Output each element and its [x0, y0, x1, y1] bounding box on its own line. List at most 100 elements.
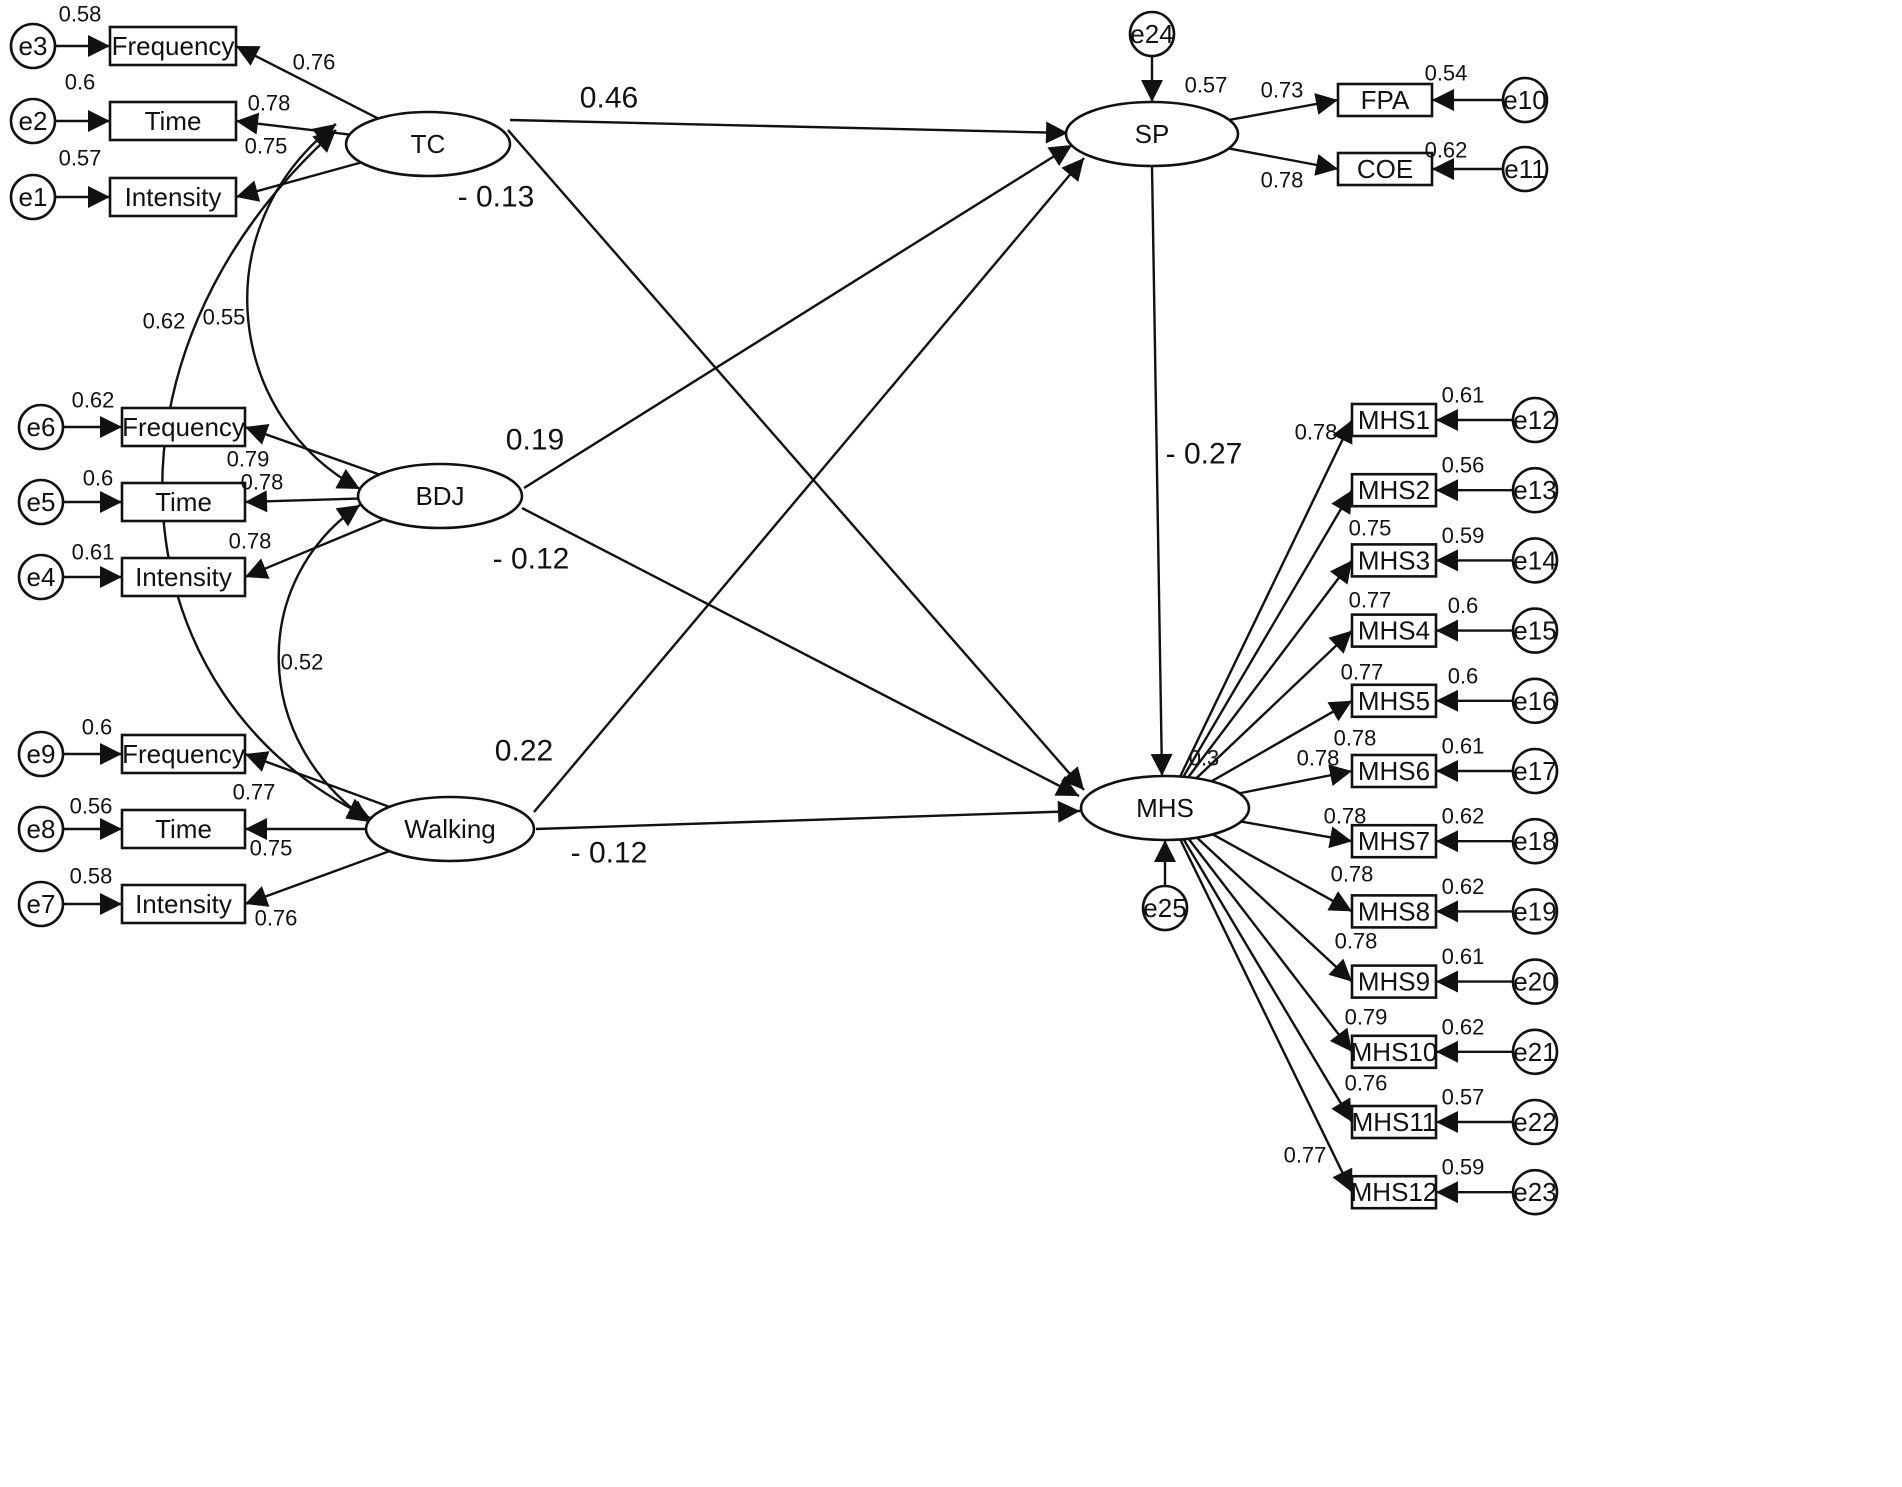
disturbance-e24-label: e24	[1130, 19, 1173, 49]
loading-label-mhs5: 0.78	[1334, 726, 1377, 751]
loading-arrow-bdj_time	[244, 490, 359, 513]
indicator-mhs8-label: MHS8	[1358, 896, 1430, 926]
loading-label-wk_freq: 0.77	[233, 780, 276, 805]
nodes-layer	[9, 10, 1559, 1216]
error-e2	[9, 97, 57, 145]
error-e9	[17, 730, 65, 778]
indicator-bdj_int-label: Intensity	[135, 562, 232, 592]
error-e4-label: e4	[27, 562, 56, 592]
labels-layer: TCBDJWalkingSPMHSFrequencye30.760.58Time…	[19, 2, 1557, 1208]
indicator-mhs10-label: MHS10	[1351, 1037, 1438, 1067]
error-e18-label: e18	[1513, 826, 1556, 856]
loading-label-mhs12: 0.77	[1284, 1143, 1327, 1168]
loading-label-coe: 0.78	[1261, 168, 1304, 193]
error-e6-label: e6	[27, 412, 56, 442]
indicator-tc_time-label: Time	[145, 106, 202, 136]
latent-mhs-label: MHS	[1136, 793, 1194, 823]
path-bdj-mhs	[521, 506, 1080, 798]
indicator-mhs5-label: MHS5	[1358, 686, 1430, 716]
covariance-tc-bdj	[246, 123, 361, 491]
error-value-e14: 0.59	[1442, 523, 1485, 548]
loading-label-tc_int: 0.75	[245, 134, 288, 159]
loading-label-mhs2: 0.75	[1349, 516, 1392, 541]
loading-arrow-fpa	[1228, 93, 1339, 122]
disturbance-e25	[1141, 884, 1189, 932]
path-bdj-sp	[523, 143, 1073, 490]
error-e5-label: e5	[27, 487, 56, 517]
loading-arrow-mhs2	[1182, 489, 1354, 778]
error-e9-label: e9	[27, 739, 56, 769]
error-value-e15: 0.6	[1448, 593, 1479, 618]
loading-label-mhs3: 0.77	[1349, 588, 1392, 613]
indicator-wk_time-label: Time	[155, 814, 212, 844]
error-e7	[17, 880, 65, 928]
error-e22-label: e22	[1513, 1107, 1556, 1137]
error-e19	[1511, 888, 1559, 935]
error-value-e7: 0.58	[70, 864, 113, 889]
indicator-coe	[1336, 151, 1434, 187]
error-value-e9: 0.6	[82, 715, 113, 740]
error-e12-label: e12	[1513, 405, 1556, 435]
latent-tc-label: TC	[411, 129, 446, 159]
error-e23	[1511, 1168, 1559, 1216]
loading-label-mhs11: 0.76	[1345, 1071, 1388, 1096]
indicator-mhs12-label: MHS12	[1351, 1177, 1438, 1207]
error-value-e10: 0.54	[1425, 61, 1468, 86]
error-e10-label: e10	[1503, 85, 1546, 115]
error-value-e19: 0.62	[1442, 874, 1485, 899]
loading-arrow-mhs8	[1212, 833, 1353, 913]
loading-arrow-mhs1	[1179, 419, 1354, 778]
error-e15-label: e15	[1513, 616, 1556, 646]
path-label-bdj-mhs: - 0.12	[493, 543, 570, 576]
indicator-fpa	[1336, 82, 1434, 118]
error-value-e8: 0.56	[70, 794, 113, 819]
indicator-wk_time	[120, 808, 247, 850]
indicator-mhs5	[1350, 683, 1438, 719]
error-value-e17: 0.61	[1442, 734, 1485, 759]
loading-label-mhs7: 0.78	[1324, 804, 1367, 829]
indicator-wk_freq	[120, 733, 247, 775]
indicator-mhs7	[1350, 823, 1438, 859]
loading-arrow-mhs9	[1196, 836, 1353, 983]
error-e17	[1511, 747, 1559, 795]
error-value-e13: 0.56	[1442, 453, 1485, 478]
covariance-bdj-walking	[277, 504, 371, 823]
loading-label-mhs10: 0.79	[1345, 1005, 1388, 1030]
indicator-mhs6-label: MHS6	[1358, 756, 1430, 786]
error-e12	[1511, 396, 1559, 444]
loading-label-bdj_int: 0.78	[229, 529, 272, 554]
indicator-mhs7-label: MHS7	[1358, 826, 1430, 856]
covariance-label-tc-walking: 0.62	[143, 309, 186, 334]
indicator-mhs4-label: MHS4	[1358, 616, 1430, 646]
error-e22	[1511, 1098, 1559, 1146]
error-e5	[17, 478, 65, 526]
loading-label-tc_time: 0.78	[248, 91, 291, 116]
error-e23-label: e23	[1513, 1177, 1556, 1207]
error-value-e5: 0.6	[83, 466, 114, 491]
indicator-tc_time	[108, 100, 238, 142]
error-e15	[1511, 607, 1559, 654]
loading-arrow-mhs3	[1187, 559, 1353, 778]
error-value-e23: 0.59	[1442, 1155, 1485, 1180]
error-e3-label: e3	[19, 31, 48, 61]
indicator-bdj_time-label: Time	[155, 487, 212, 517]
path-walking-sp	[533, 157, 1085, 813]
loading-arrow-mhs6	[1239, 764, 1353, 795]
indicator-mhs1-label: MHS1	[1358, 405, 1430, 435]
error-value-e18: 0.62	[1442, 804, 1485, 829]
latent-bdj	[356, 462, 524, 530]
error-value-e20: 0.61	[1442, 944, 1485, 969]
indicator-mhs8	[1350, 894, 1438, 929]
indicator-wk_freq-label: Frequency	[122, 739, 245, 769]
error-value-e12: 0.61	[1442, 383, 1485, 408]
indicator-tc_freq	[108, 25, 238, 67]
error-e13-label: e13	[1513, 475, 1556, 505]
loading-label-mhs4: 0.77	[1341, 660, 1384, 685]
error-e21-label: e21	[1513, 1037, 1556, 1067]
latent-sp	[1064, 100, 1240, 168]
error-e11	[1501, 145, 1549, 193]
indicator-fpa-label: FPA	[1361, 85, 1410, 115]
indicator-wk_int	[120, 883, 247, 925]
loading-label-tc_freq: 0.76	[293, 50, 336, 75]
